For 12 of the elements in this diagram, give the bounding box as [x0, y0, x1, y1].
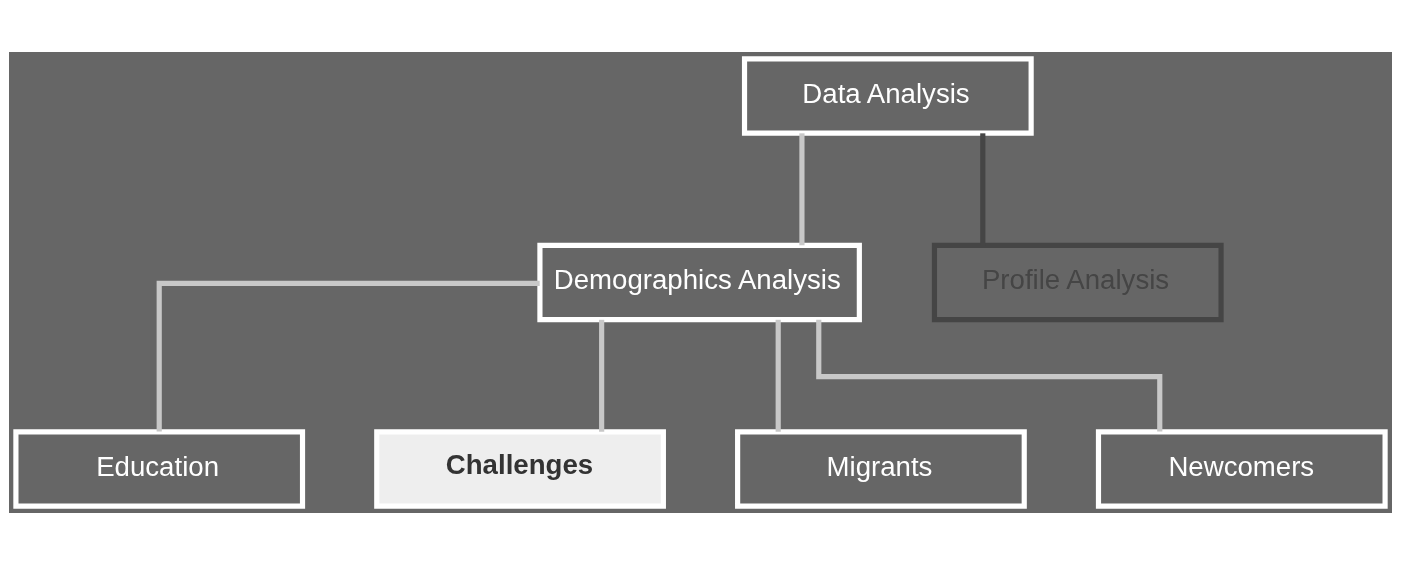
node-box: Education — [13, 428, 306, 509]
connector — [980, 132, 986, 245]
connector — [816, 319, 1163, 431]
node-box: Demographics Analysis — [537, 242, 862, 322]
node-box: Migrants — [735, 428, 1027, 509]
connector — [775, 319, 781, 432]
connector — [599, 319, 605, 432]
connector — [156, 280, 540, 431]
node-box: Challenges — [374, 428, 666, 509]
connector — [799, 132, 805, 245]
node-box: Newcomers — [1095, 428, 1388, 509]
node-box: Data Analysis — [741, 55, 1034, 136]
